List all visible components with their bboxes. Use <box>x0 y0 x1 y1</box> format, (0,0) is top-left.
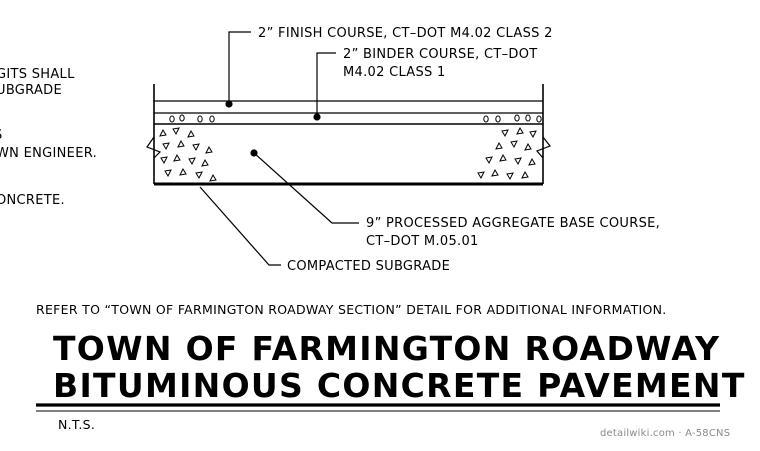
aggregate-triangle <box>485 156 493 165</box>
aggregate-triangle <box>514 157 522 166</box>
aggregate-triangle <box>187 129 195 138</box>
aggregate-stone <box>495 115 501 123</box>
reference-note: REFER TO “TOWN OF FARMINGTON ROADWAY SEC… <box>36 302 667 317</box>
aggregate-triangle <box>177 139 185 148</box>
scale-note: N.T.S. <box>58 417 95 432</box>
base-course-leader <box>253 152 359 224</box>
aggregate-triangle <box>477 171 485 180</box>
drawing-title-line-2: BITUMINOUS CONCRETE PAVEMENT <box>53 366 746 405</box>
aggregate-triangle <box>491 168 499 177</box>
finish-course-dot <box>225 100 233 108</box>
aggregate-triangle <box>179 167 187 176</box>
aggregate-triangle <box>506 172 514 181</box>
base-course-label-1: 9” PROCESSED AGGREGATE BASE COURSE, <box>366 216 660 231</box>
aggregate-base-hatch <box>159 126 537 182</box>
drawing-title-line-1: TOWN OF FARMINGTON ROADWAY <box>53 329 720 368</box>
watermark: detailwiki.com · A-58CNS <box>600 428 730 439</box>
aggregate-triangle <box>173 153 181 162</box>
aggregate-triangle <box>524 142 532 151</box>
aggregate-triangle <box>162 142 170 151</box>
subgrade-label: COMPACTED SUBGRADE <box>287 259 450 274</box>
left-note-3: S <box>0 128 3 143</box>
aggregate-triangle <box>160 156 168 165</box>
leader-dots <box>225 100 321 157</box>
aggregate-triangle <box>164 169 172 178</box>
binder-course-hatch <box>169 114 542 123</box>
aggregate-triangle <box>501 129 509 138</box>
base-course-label-2: CT–DOT M.05.01 <box>366 234 479 249</box>
left-notes: GITS SHALL UBGRADE S WN ENGINEER. ONCRET… <box>0 67 97 208</box>
aggregate-stone <box>169 115 175 123</box>
aggregate-triangle <box>188 157 196 166</box>
right-break-line <box>535 136 551 159</box>
callout-leaders <box>199 31 359 266</box>
binder-course-label-1: 2” BINDER COURSE, CT–DOT <box>343 47 538 62</box>
binder-course-dot <box>313 113 321 121</box>
aggregate-triangle <box>510 140 518 149</box>
finish-course-leader <box>228 31 251 104</box>
aggregate-triangle <box>521 170 529 179</box>
aggregate-stone <box>483 115 489 123</box>
aggregate-triangle <box>205 145 213 154</box>
subgrade-leader <box>199 186 281 266</box>
aggregate-triangle <box>516 126 524 135</box>
aggregate-stone <box>179 114 185 122</box>
aggregate-stone <box>209 115 215 123</box>
aggregate-triangle <box>528 157 536 166</box>
binder-course-label-2: M4.02 CLASS 1 <box>343 65 446 80</box>
aggregate-triangle <box>172 127 180 136</box>
aggregate-triangle <box>529 130 537 139</box>
aggregate-stone <box>197 115 203 123</box>
left-break-line <box>146 136 162 159</box>
left-note-4: WN ENGINEER. <box>0 146 97 161</box>
aggregate-triangle <box>192 143 200 152</box>
aggregate-stone <box>525 114 531 122</box>
base-course-dot <box>250 149 258 157</box>
aggregate-triangle <box>495 141 503 150</box>
finish-course-label: 2” FINISH COURSE, CT–DOT M4.02 CLASS 2 <box>258 26 553 41</box>
aggregate-triangle <box>159 128 167 137</box>
pavement-section <box>146 84 551 186</box>
binder-course-leader <box>316 52 336 117</box>
aggregate-triangle <box>499 153 507 162</box>
aggregate-stone <box>514 114 520 122</box>
aggregate-triangle <box>209 173 217 182</box>
left-note-5: ONCRETE. <box>0 193 65 208</box>
left-note-2: UBGRADE <box>0 83 62 98</box>
aggregate-triangle <box>201 158 209 167</box>
aggregate-triangle <box>195 171 203 180</box>
aggregate-stone <box>536 115 542 123</box>
left-note-1: GITS SHALL <box>0 67 75 82</box>
